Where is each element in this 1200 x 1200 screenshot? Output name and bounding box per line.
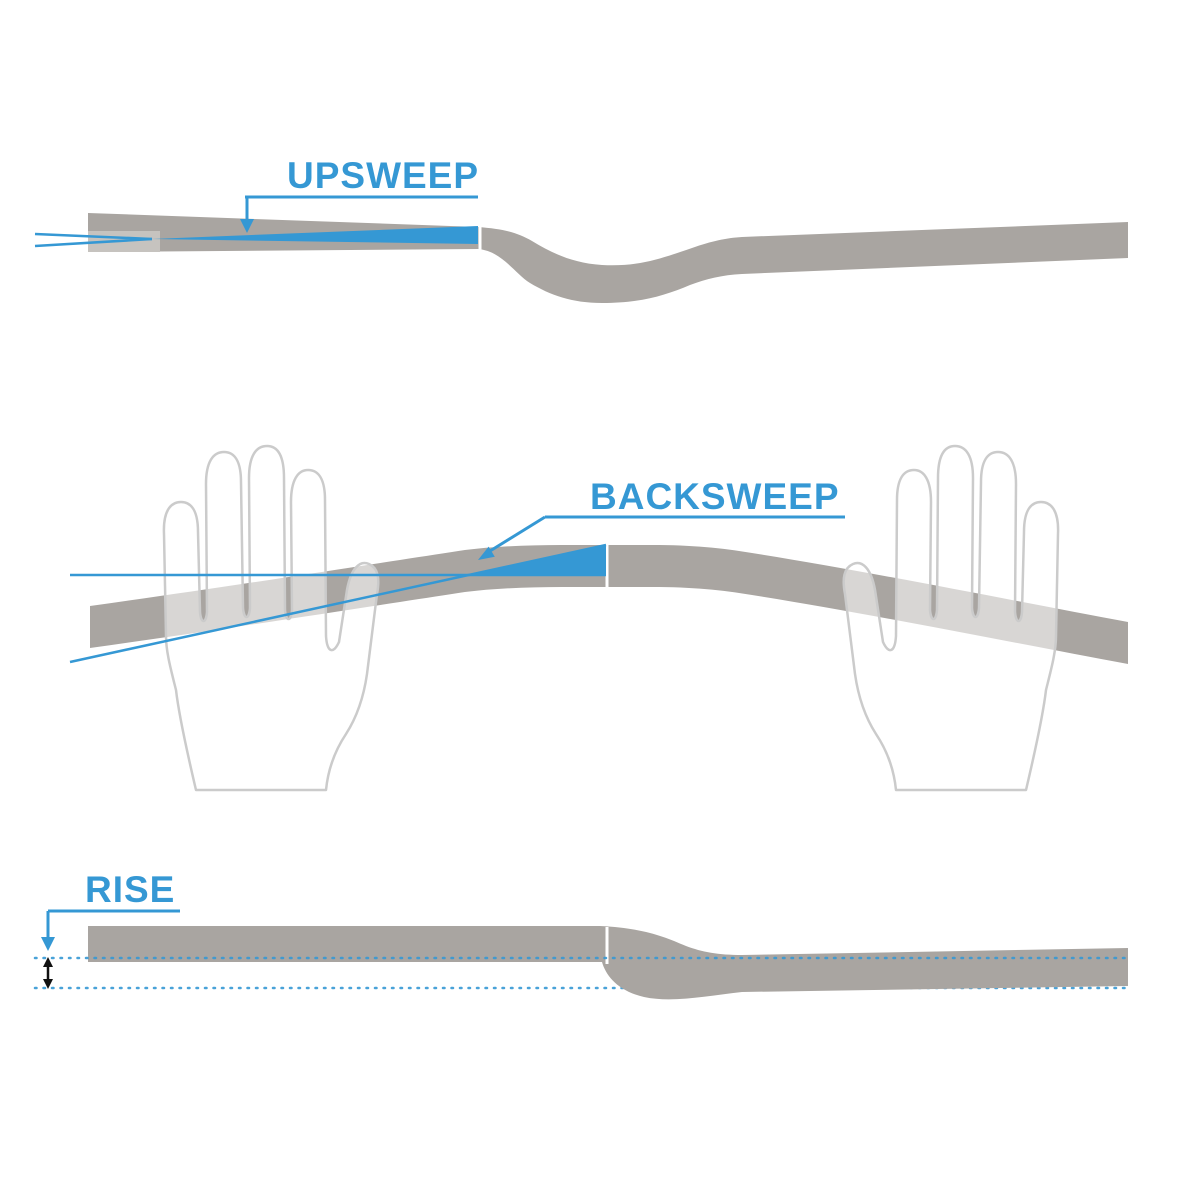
backsweep-axis-line	[69, 543, 607, 664]
right-hand-outline	[842, 444, 1060, 792]
backsweep-label: BACKSWEEP	[590, 476, 840, 517]
upsweep-angle-wedge	[152, 226, 478, 244]
backsweep-section: BACKSWEEP	[69, 444, 1128, 792]
rise-measure-arrow-up-icon	[43, 957, 53, 967]
upsweep-label: UPSWEEP	[287, 155, 479, 196]
backsweep-leader-line	[489, 515, 546, 553]
upsweep-reference-line-lower	[34, 237, 153, 248]
upsweep-section: UPSWEEP	[34, 155, 1128, 303]
backsweep-angle-wedge	[469, 545, 606, 575]
upsweep-reference-line-upper	[34, 232, 153, 241]
rise-label: RISE	[85, 869, 175, 910]
backsweep-arrowhead-icon	[478, 546, 495, 560]
rise-section: RISE	[33, 869, 1132, 1000]
rise-arrowhead-icon	[41, 937, 55, 951]
rise-measure-arrow-down-icon	[43, 979, 53, 989]
upsweep-arrowhead-icon	[240, 219, 254, 233]
